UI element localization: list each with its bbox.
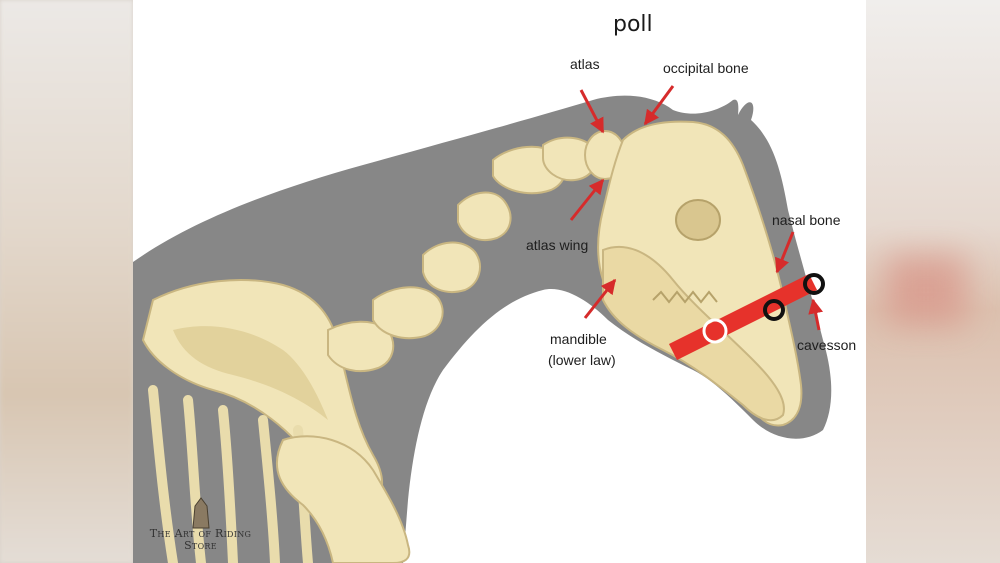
eye-socket — [675, 199, 721, 241]
label-atlas-wing: atlas wing — [526, 237, 589, 253]
skull — [597, 120, 803, 427]
cavesson-ring-upper — [803, 273, 825, 295]
store-logo: The Art of Riding Store — [133, 490, 268, 563]
cavesson-noseband — [668, 273, 818, 361]
label-cavesson: cavesson — [797, 337, 857, 353]
label-nasal-bone: nasal bone — [772, 212, 841, 228]
logo-line1: The Art of Riding — [149, 527, 252, 540]
diagram-title: poll — [613, 12, 653, 37]
rib-cage — [148, 385, 313, 563]
label-occipital-bone: occipital bone — [663, 60, 749, 76]
logo-horse-icon — [192, 497, 210, 529]
blurred-right-margin — [866, 0, 1000, 563]
logo-line2: Store — [184, 539, 217, 552]
cervical-vertebrae — [327, 136, 598, 373]
teeth — [652, 290, 718, 304]
label-mandible-note: (lower law) — [548, 352, 616, 368]
diagram-canvas: poll atlas occipital bone atlas wing nas… — [133, 0, 866, 563]
label-atlas: atlas — [570, 56, 600, 72]
humerus-bone — [275, 435, 411, 563]
horse-skeleton-illustration — [133, 85, 832, 563]
cavesson-ring-lower — [763, 299, 785, 321]
blurred-left-margin — [0, 0, 133, 563]
annotation-arrows — [569, 85, 824, 331]
label-mandible: mandible — [550, 331, 607, 347]
